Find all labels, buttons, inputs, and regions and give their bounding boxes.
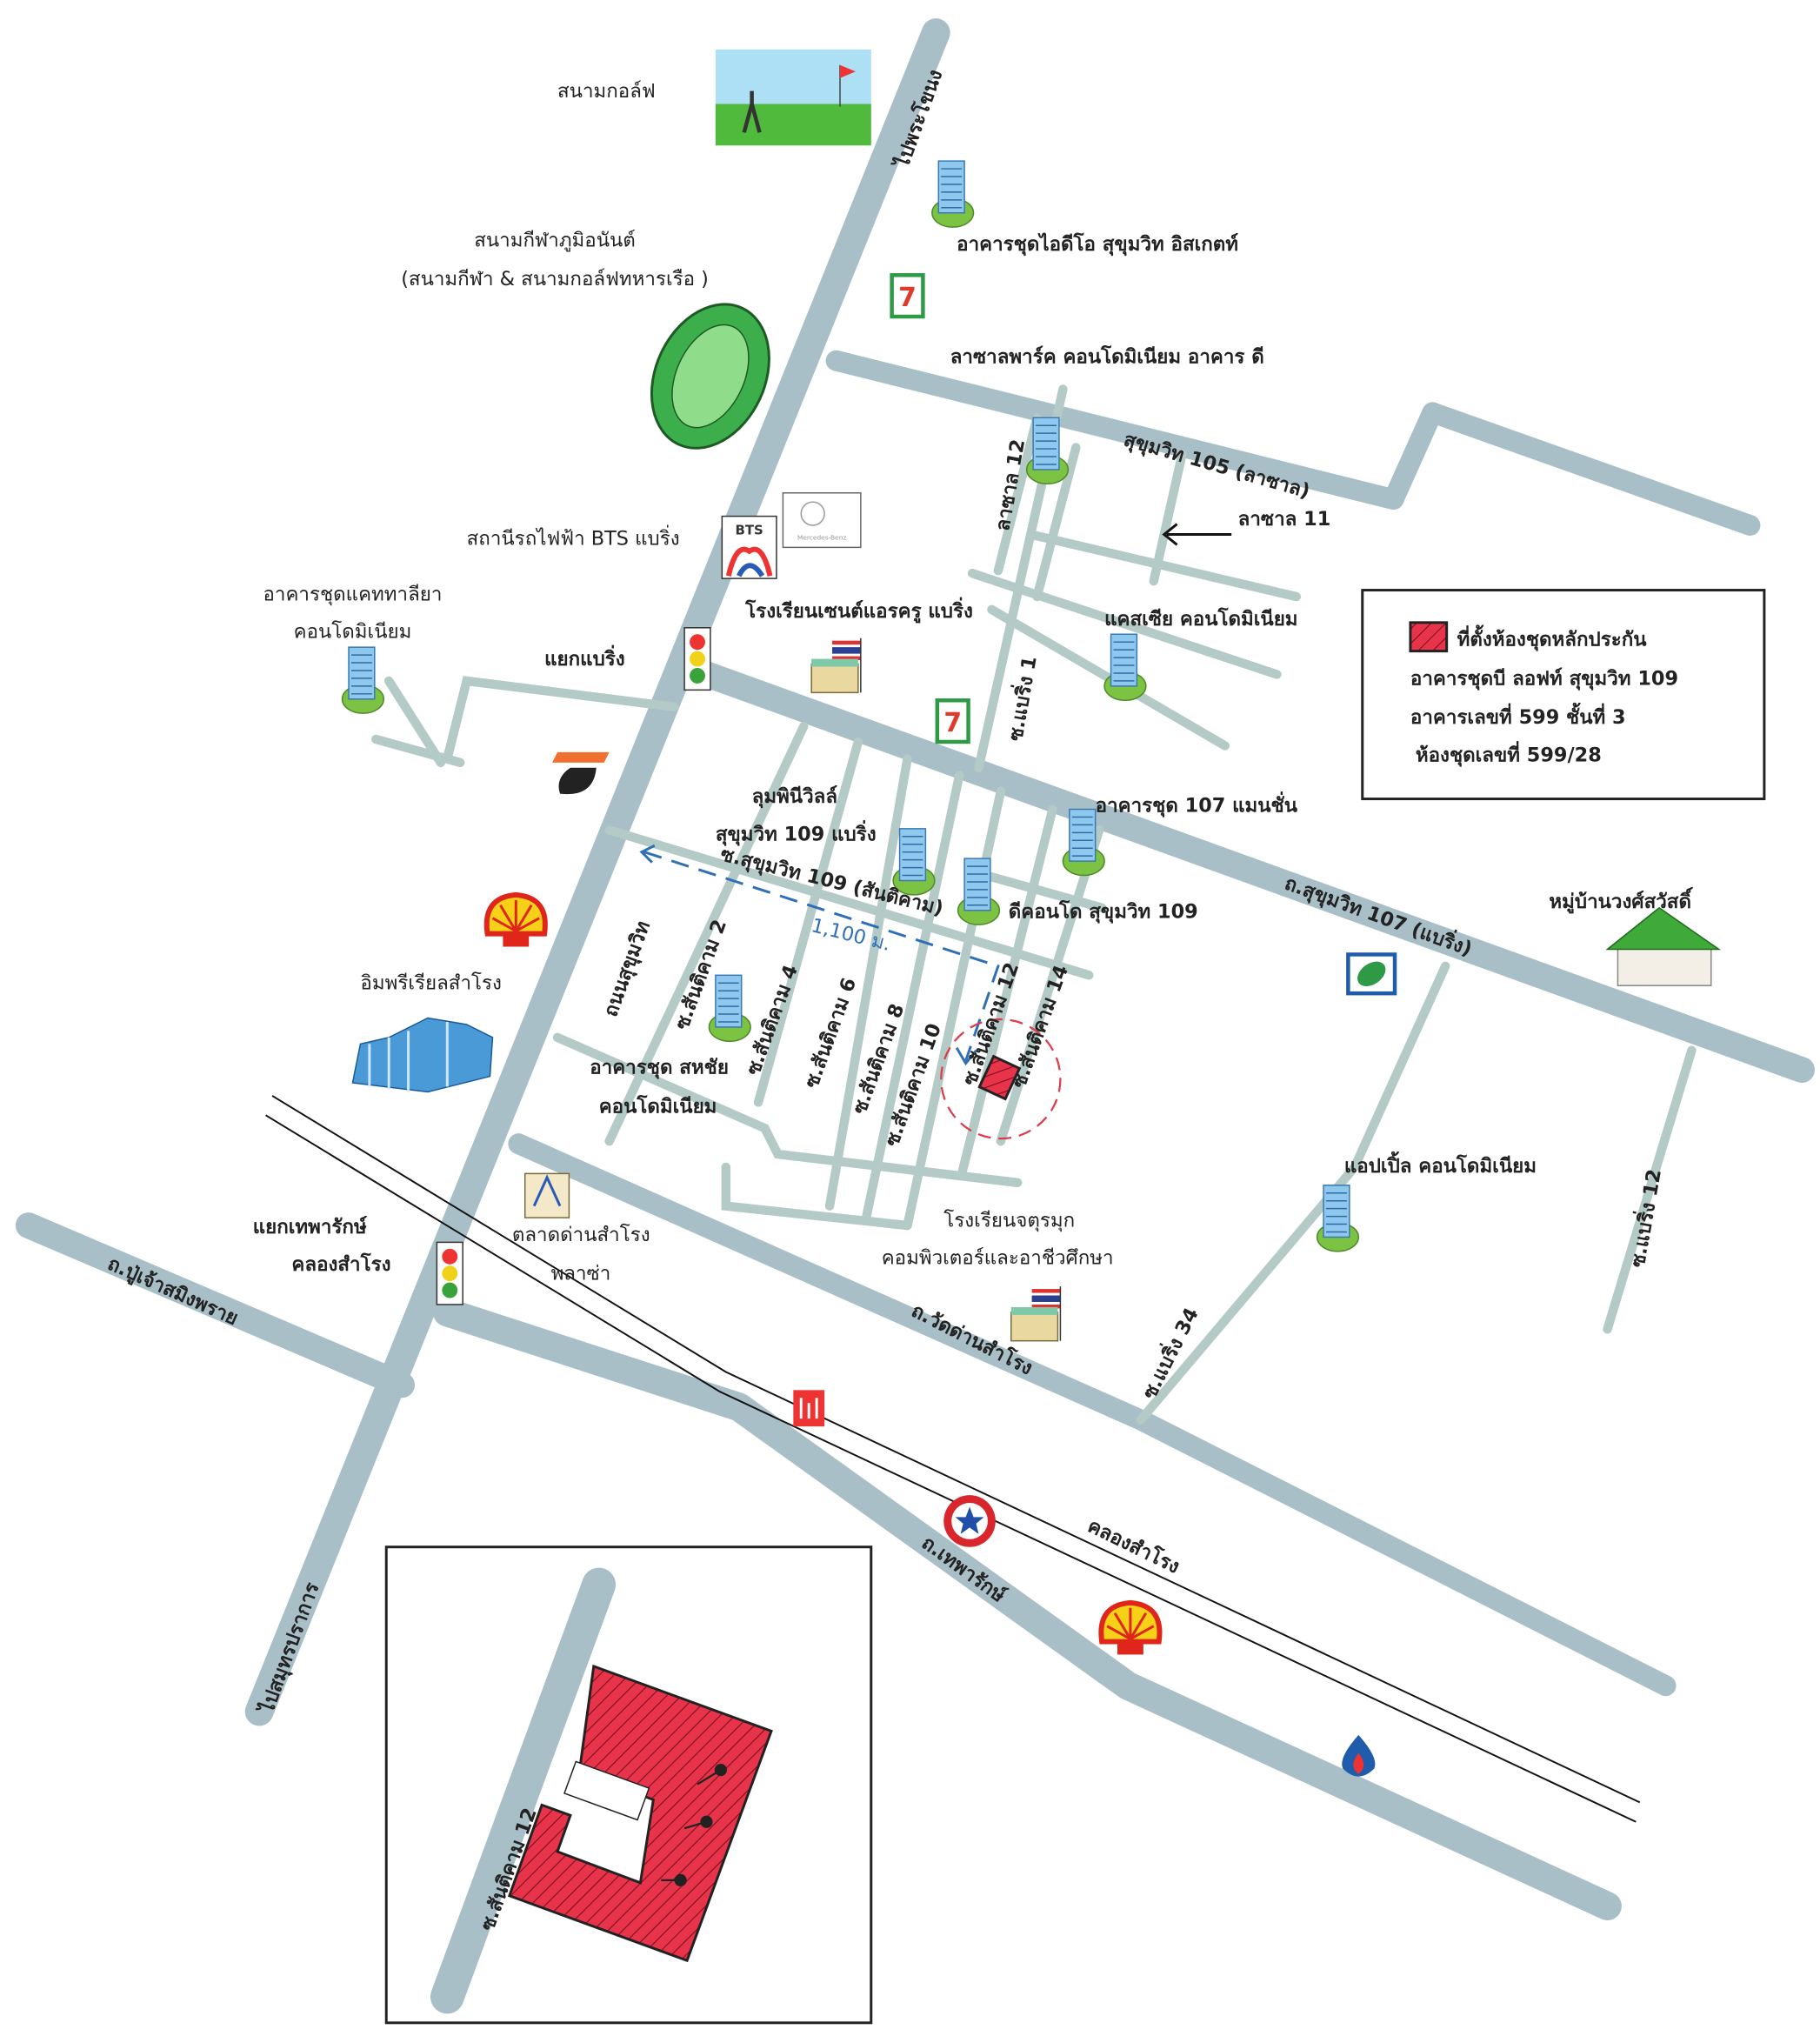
label-lasalle-11: ลาซาล 11	[1238, 508, 1331, 531]
legend-box: ที่ตั้งห้องชุดหลักประกัน อาคารชุดบี ลอฟท…	[1361, 589, 1766, 801]
school-flag-icon	[810, 637, 862, 694]
shell-station-icon	[487, 895, 545, 947]
label-chaturamuk: โรงเรียนจตุรมุก	[943, 1210, 1075, 1232]
soi-lasalle-11	[1025, 530, 1301, 602]
bangchak-station-icon	[552, 751, 610, 795]
label-cattaleya-2: คอนโดมิเนียม	[294, 621, 412, 644]
label-lumpini-2: สุขุมวิท 109 แบริ่ง	[716, 819, 877, 846]
label-sukhumvit-107: ถ.สุขุมวิท 107 (แบริ่ง)	[1281, 869, 1476, 962]
svg-text:Mercedes-Benz: Mercedes-Benz	[797, 533, 847, 541]
legend-line2: อาคารเลขที่ 599 ชั้นที่ 3	[1410, 702, 1626, 729]
condo-icon	[931, 160, 975, 228]
label-wongsawat: หมู่บ้านวงศ์สวัสดิ์	[1549, 886, 1693, 914]
soi-lasalle-12	[993, 413, 1042, 576]
label-stadium-sub: (สนามกีฬา & สนามกอล์ฟทหารเรือ )	[401, 268, 709, 290]
imperial-mall-icon	[351, 1017, 494, 1093]
seven-eleven-icon	[892, 275, 923, 317]
road-puchao	[15, 1212, 416, 1398]
arrow-icon	[1162, 523, 1232, 546]
label-market: ตลาดด่านสำโรง	[512, 1224, 650, 1246]
condo-icon	[957, 858, 1001, 925]
svg-text:BTS: BTS	[736, 522, 763, 537]
condo-icon	[341, 646, 385, 714]
golf-course-icon	[715, 49, 871, 146]
label-st-andrews: โรงเรียนเซนต์แอรครู แบริ่ง	[744, 597, 973, 624]
label-sukhumvit-road: ถนนสุขุมวิท	[599, 918, 656, 1020]
legend-line1: อาคารชุดบี ลอฟท์ สุขุมวิท 109	[1410, 666, 1678, 691]
legend-line3: ห้องชุดเลขที่ 599/28	[1416, 740, 1602, 767]
label-soi-bearing-1: ซ.แบริ่ง 1	[1001, 654, 1042, 743]
legend-title: ที่ตั้งห้องชุดหลักประกัน	[1457, 624, 1648, 652]
seven-eleven-icon	[937, 700, 969, 742]
label-cassia: แคสเซีย คอนโดมิเนียม	[1104, 607, 1297, 631]
label-golf: สนามกอล์ฟ	[557, 80, 656, 103]
label-apple: แอปเปิ้ล คอนโดมิเนียม	[1344, 1151, 1537, 1178]
label-dcondo: ดีคอนโด สุขุมวิท 109	[1009, 900, 1198, 925]
road-network	[15, 18, 1816, 1921]
khlong-samrong	[271, 1095, 1641, 1804]
soi-bearing-34	[1136, 961, 1450, 1425]
school-flag-icon	[1010, 1285, 1062, 1342]
label-cattaleya: อาคารชุดแคททาลียา	[263, 583, 442, 605]
shell-station-icon	[1101, 1603, 1159, 1655]
traffic-light-icon	[683, 627, 711, 691]
soi-bearing-12	[1603, 1045, 1697, 1334]
condo-icon	[1316, 1185, 1360, 1252]
distance-indicator	[639, 844, 1000, 1066]
market-icon	[524, 1172, 570, 1218]
condo-icon	[1103, 633, 1147, 702]
label-sahachai: อาคารชุด สหชัย	[590, 1057, 729, 1080]
inset-site-plan: ซ.สันติคาม 12	[384, 1545, 873, 2025]
property-marker[interactable]	[940, 1018, 1062, 1140]
label-thepharak-junction: แยกเทพารักษ์	[253, 1215, 368, 1238]
mercedes-showroom-icon: Mercedes-Benz	[782, 492, 862, 549]
traffic-light-icon	[436, 1241, 463, 1305]
label-ideo: อาคารชุดไอดีโอ สุขุมวิท อิสเกตท์	[957, 232, 1238, 257]
soi-cattaleya	[371, 676, 679, 768]
soi-sukhumvit-109	[604, 825, 1094, 980]
label-chaturamuk-2: คอมพิวเตอร์และอาชีวศึกษา	[882, 1247, 1114, 1270]
label-thepharak-junction-2: คลองสำโรง	[291, 1252, 390, 1276]
label-bts: สถานีรถไฟฟ้า BTS แบริ่ง	[467, 524, 680, 550]
label-khlong-samrong: คลองสำโรง	[1084, 1513, 1183, 1578]
village-house-icon	[1605, 906, 1722, 986]
label-mansion-107: อาคารชุด 107 แมนชั่น	[1096, 791, 1298, 818]
label-bearing-junction: แยกแบริ่ง	[544, 644, 625, 671]
soi-lasalle-c	[967, 568, 1282, 679]
soi-lasalle-a	[1032, 443, 1081, 602]
caltex-station-icon	[943, 1495, 996, 1547]
label-lumpini: ลุมพินีวิลล์	[752, 784, 837, 809]
bcp-station-icon	[1346, 952, 1397, 996]
bts-icon: BTS	[721, 515, 777, 579]
label-soi-bearing-12: ซ.แบริ่ง 12	[1623, 1167, 1666, 1270]
label-lasalle-park: ลาซาลพาร์ค คอนโดมิเนียม อาคาร ดี	[950, 345, 1264, 369]
stadium-icon	[650, 303, 770, 450]
label-market-2: พลาซ่า	[551, 1263, 611, 1285]
label-imperial: อิมพรีเรียลสำโรง	[360, 972, 502, 995]
label-puchao: ถ.ปู่เจ้าสมิงพราย	[103, 1252, 241, 1331]
condo-icon	[892, 828, 936, 896]
legend-swatch	[1409, 621, 1449, 653]
ptt-station-icon	[1342, 1734, 1376, 1777]
label-sahachai-2: คอนโดมิเนียม	[599, 1094, 717, 1118]
robinson-store-icon	[793, 1390, 825, 1427]
road-sukhumvit-107	[687, 658, 1816, 1084]
label-stadium: สนามกีฬาภูมิอนันต์	[474, 230, 636, 252]
road-thepharak	[432, 1298, 1622, 1921]
condo-icon	[708, 974, 751, 1043]
condo-icon	[1025, 417, 1070, 485]
road-sukhumvit	[244, 18, 950, 1726]
road-sukhumvit-105	[825, 350, 1761, 536]
